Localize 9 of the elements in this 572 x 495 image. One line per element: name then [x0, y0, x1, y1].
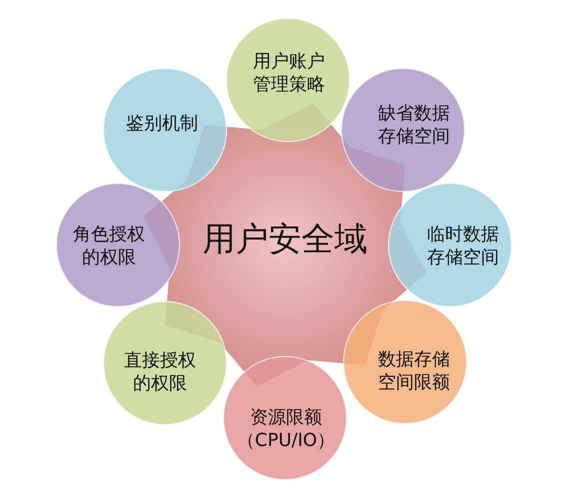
topic-label: 资源限额（CPU/IO）	[236, 406, 336, 452]
topic-label: 临时数据存储空间	[426, 222, 500, 270]
topic-label: 数据存储空间限额	[377, 348, 451, 394]
topic-label: 鉴别机制	[125, 112, 199, 135]
topic-label: 直接授权的权限	[123, 348, 197, 396]
topic-label: 角色授权的权限	[72, 222, 146, 270]
center-title: 用户安全域	[202, 218, 368, 260]
topic-label: 用户账户管理策略	[252, 50, 326, 96]
topic-label: 缺省数据存储空间	[377, 102, 451, 148]
